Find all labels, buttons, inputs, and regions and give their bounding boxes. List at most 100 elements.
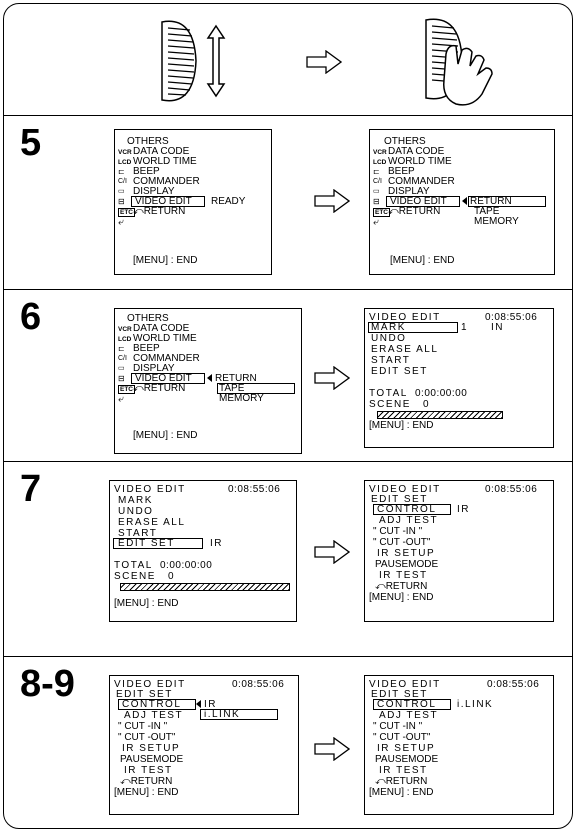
- edit-set-item-ir-test: IR TEST: [124, 766, 173, 777]
- return-item: ⤺RETURN: [388, 207, 440, 218]
- edit-set-item-cut-in: " CUT -IN ": [373, 722, 422, 733]
- display-icon: ▭: [118, 187, 125, 198]
- commander-icon: C/I: [373, 177, 382, 188]
- lcd-icon: LCD: [373, 159, 386, 166]
- dial-section: [4, 4, 572, 115]
- control-value: IR: [457, 505, 470, 516]
- return-icon: ⤶: [373, 218, 379, 229]
- video-edit-screen-before: VIDEO EDIT 0:08:55:06 MARK UNDO ERASE AL…: [109, 480, 297, 622]
- edit-set-item-ir-setup: IR SETUP: [377, 549, 435, 560]
- edit-item-edit-set: EDIT SET: [371, 367, 428, 378]
- submenu-option-ilink: i.LINK: [204, 710, 240, 721]
- menu-item-return: RETURN: [144, 383, 186, 394]
- submenu-pointer: [207, 374, 212, 385]
- edit-set-return: ⤺RETURN: [375, 582, 427, 593]
- step-7-section: 7 VIDEO EDIT 0:08:55:06 MARK UNDO ERASE …: [4, 461, 572, 656]
- edit-item-erase-all: ERASE ALL: [371, 345, 438, 356]
- menu-item-return: RETURN: [144, 206, 186, 217]
- arrow-right-icon: [314, 366, 350, 390]
- vcr-icon: VCR: [118, 149, 132, 156]
- edit-set-item-pausemode: PAUSEMODE: [120, 755, 183, 766]
- edit-set-item-control: CONTROL: [377, 700, 436, 711]
- submenu-pointer: [462, 197, 467, 208]
- video-edit-icon: ⊟: [373, 197, 380, 208]
- arrow-right-icon: [314, 737, 350, 761]
- lcd-icon: LCD: [118, 336, 131, 343]
- edit-set-item-cut-out: " CUT -OUT": [118, 733, 175, 744]
- mark-in-label: IN: [491, 323, 504, 334]
- menu-screen-before: OTHERS VCR DATA CODE LCD WORLD TIME ⊏ BE…: [114, 129, 272, 275]
- edit-set-item-ir-setup: IR SETUP: [377, 744, 435, 755]
- mark-count: 1: [461, 323, 468, 334]
- scene-count: 0: [423, 400, 430, 411]
- tape-progress-bar: [377, 411, 503, 419]
- edit-set-item-adj-test: ADJ TEST: [379, 711, 438, 722]
- edit-set-item-cut-in: " CUT -IN ": [373, 527, 422, 538]
- menu-screen-before: OTHERS VCR DATA CODE LCD WORLD TIME ⊏ BE…: [114, 308, 302, 454]
- arrow-right-icon: [314, 189, 350, 213]
- submenu-item-memory: MEMORY: [219, 394, 264, 405]
- tape-progress-bar: [120, 583, 290, 591]
- video-edit-screen-after: VIDEO EDIT 0:08:55:06 MARK 1 IN UNDO ERA…: [364, 308, 554, 448]
- video-edit-icon: ⊟: [118, 374, 125, 385]
- instruction-frame: 5 OTHERS VCR DATA CODE LCD WORLD TIME ⊏ …: [3, 3, 573, 829]
- menu-end-hint: [MENU] : END: [369, 593, 433, 604]
- edit-set-item-adj-test: ADJ TEST: [379, 516, 438, 527]
- arrow-right-icon: [306, 50, 342, 74]
- edit-set-item-ir-test: IR TEST: [379, 766, 428, 777]
- edit-set-item-pausemode: PAUSEMODE: [375, 755, 438, 766]
- edit-item-edit-set: EDIT SET: [118, 539, 175, 550]
- edit-set-return: ⤺RETURN: [120, 777, 172, 788]
- edit-item-mark: MARK: [118, 496, 153, 507]
- step-number: 8-9: [20, 665, 75, 703]
- control-value: i.LINK: [457, 700, 493, 711]
- status-ready: READY: [211, 197, 245, 208]
- scene-count: 0: [168, 572, 175, 583]
- step-number: 5: [20, 124, 41, 162]
- edit-set-item-return: RETURN: [386, 581, 428, 592]
- total-time: 0:00:00:00: [160, 561, 212, 572]
- edit-item-undo: UNDO: [118, 507, 153, 518]
- timecode: 0:08:55:06: [232, 680, 284, 691]
- display-icon: ▭: [118, 364, 125, 375]
- video-edit-icon: ⊟: [118, 197, 125, 208]
- menu-end-hint: [MENU] : END: [114, 788, 178, 799]
- edit-set-value: IR: [210, 539, 223, 550]
- display-icon: ▭: [373, 187, 380, 198]
- menu-end-hint: [MENU] : END: [133, 256, 197, 267]
- total-label: TOTAL: [114, 561, 153, 572]
- edit-set-return: ⤺RETURN: [375, 777, 427, 788]
- edit-set-item-adj-test: ADJ TEST: [124, 711, 183, 722]
- step-number: 6: [20, 298, 41, 336]
- step-5-section: 5 OTHERS VCR DATA CODE LCD WORLD TIME ⊏ …: [4, 115, 572, 289]
- menu-item-return: RETURN: [399, 206, 441, 217]
- edit-set-item-cut-out: " CUT -OUT": [373, 733, 430, 744]
- beep-icon: ⊏: [118, 344, 125, 355]
- submenu-item-memory: MEMORY: [474, 217, 519, 228]
- menu-end-hint: [MENU] : END: [369, 788, 433, 799]
- edit-set-item-ir-setup: IR SETUP: [122, 744, 180, 755]
- return-icon: ⤶: [118, 218, 124, 229]
- edit-set-item-control: CONTROL: [377, 505, 436, 516]
- return-icon: ⤶: [118, 395, 124, 406]
- control-dial-press-illustration: [416, 14, 516, 109]
- edit-item-mark: MARK: [371, 323, 406, 334]
- edit-set-item-return: RETURN: [131, 776, 173, 787]
- edit-set-item-control: CONTROL: [122, 700, 181, 711]
- control-dial-rotate-illustration: [154, 16, 234, 106]
- edit-item-start: START: [371, 356, 410, 367]
- step-number: 7: [20, 470, 41, 508]
- total-label: TOTAL: [369, 389, 408, 400]
- edit-set-item-pausemode: PAUSEMODE: [375, 560, 438, 571]
- menu-end-hint: [MENU] : END: [369, 421, 433, 432]
- total-time: 0:00:00:00: [415, 389, 467, 400]
- menu-end-hint: [MENU] : END: [133, 431, 197, 442]
- scene-label: SCENE: [369, 400, 411, 411]
- commander-icon: C/I: [118, 354, 127, 365]
- edit-set-screen-after: VIDEO EDIT 0:08:55:06 EDIT SET CONTROL I…: [364, 480, 554, 622]
- edit-set-item-ir-test: IR TEST: [379, 571, 428, 582]
- return-item: ⤺RETURN: [133, 207, 185, 218]
- return-item: ⤺RETURN: [133, 384, 185, 395]
- arrow-right-icon: [314, 540, 350, 564]
- timecode: 0:08:55:06: [228, 485, 280, 496]
